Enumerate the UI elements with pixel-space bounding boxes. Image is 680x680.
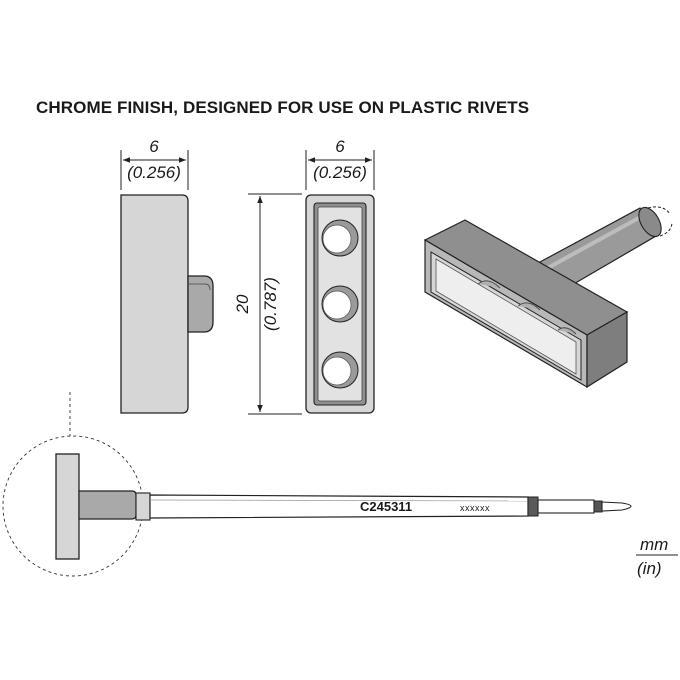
side-view-width-dimension: 6 (0.256) [120, 137, 189, 190]
batch-code: xxxxxx [460, 503, 490, 513]
rivet-cup [321, 351, 359, 389]
unit-legend: mm (in) [636, 535, 678, 578]
side-width-in: (0.256) [127, 163, 181, 182]
rivet-cup [321, 285, 359, 323]
front-width-in: (0.256) [313, 163, 367, 182]
front-view [305, 194, 375, 414]
side-view [120, 194, 214, 414]
drawing-title: CHROME FINISH, DESIGNED FOR USE ON PLAST… [36, 98, 530, 117]
unit-mm: mm [640, 535, 668, 554]
height-mm: 20 [233, 294, 252, 314]
side-width-mm: 6 [149, 137, 159, 156]
unit-in: (in) [637, 559, 662, 578]
height-dimension: 20 (0.787) [233, 193, 302, 415]
rivet-cup [321, 219, 359, 257]
isometric-view [423, 206, 673, 389]
front-width-mm: 6 [335, 137, 345, 156]
front-view-width-dimension: 6 (0.256) [305, 137, 375, 190]
full-tip-view: C245311 xxxxxx [2, 392, 632, 577]
height-in: (0.787) [261, 277, 280, 331]
part-number: C245311 [360, 499, 412, 514]
